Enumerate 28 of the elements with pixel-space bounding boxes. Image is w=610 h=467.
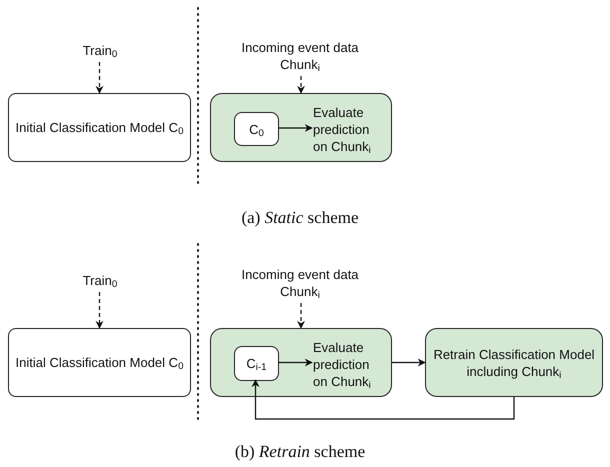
subfigure-caption: (a) Static scheme [240,207,360,229]
node-text: Initial Classification Model C$_{0}$ [15,354,184,371]
arrow [297,76,305,94]
arrow [96,292,104,329]
process-text: Evaluate prediction on Chunk$_{i}$ [313,338,372,390]
process-box [425,328,603,397]
arrow [392,358,426,366]
node-text: Retrain Classification Model including Chunk$_{i}$ [432,346,596,380]
input-label: Train$_{0}$ [82,42,118,58]
arrow [278,358,313,366]
input-label: Train$_{0}$ [82,272,118,288]
node-text: Initial Classification Model C$_{0}$ [15,119,184,136]
input-label: Incoming event data Chunk$_{i}$ [240,266,360,300]
node-text: C$_{i-1}$ [246,355,267,372]
input-label: Incoming event data Chunk$_{i}$ [240,39,360,73]
process-box [210,93,392,162]
model-box [8,93,191,162]
subfigure-caption: (b) Retrain scheme [234,441,366,463]
process-box [210,328,392,397]
model-box [8,328,191,397]
model-box [234,112,279,146]
arrow [96,62,104,94]
arrow [252,379,515,420]
node-text: C$_{0}$ [249,120,264,138]
model-box [234,346,279,381]
arrow [297,303,305,329]
arrow [278,124,313,132]
process-text: Evaluate prediction on Chunk$_{i}$ [313,104,372,154]
